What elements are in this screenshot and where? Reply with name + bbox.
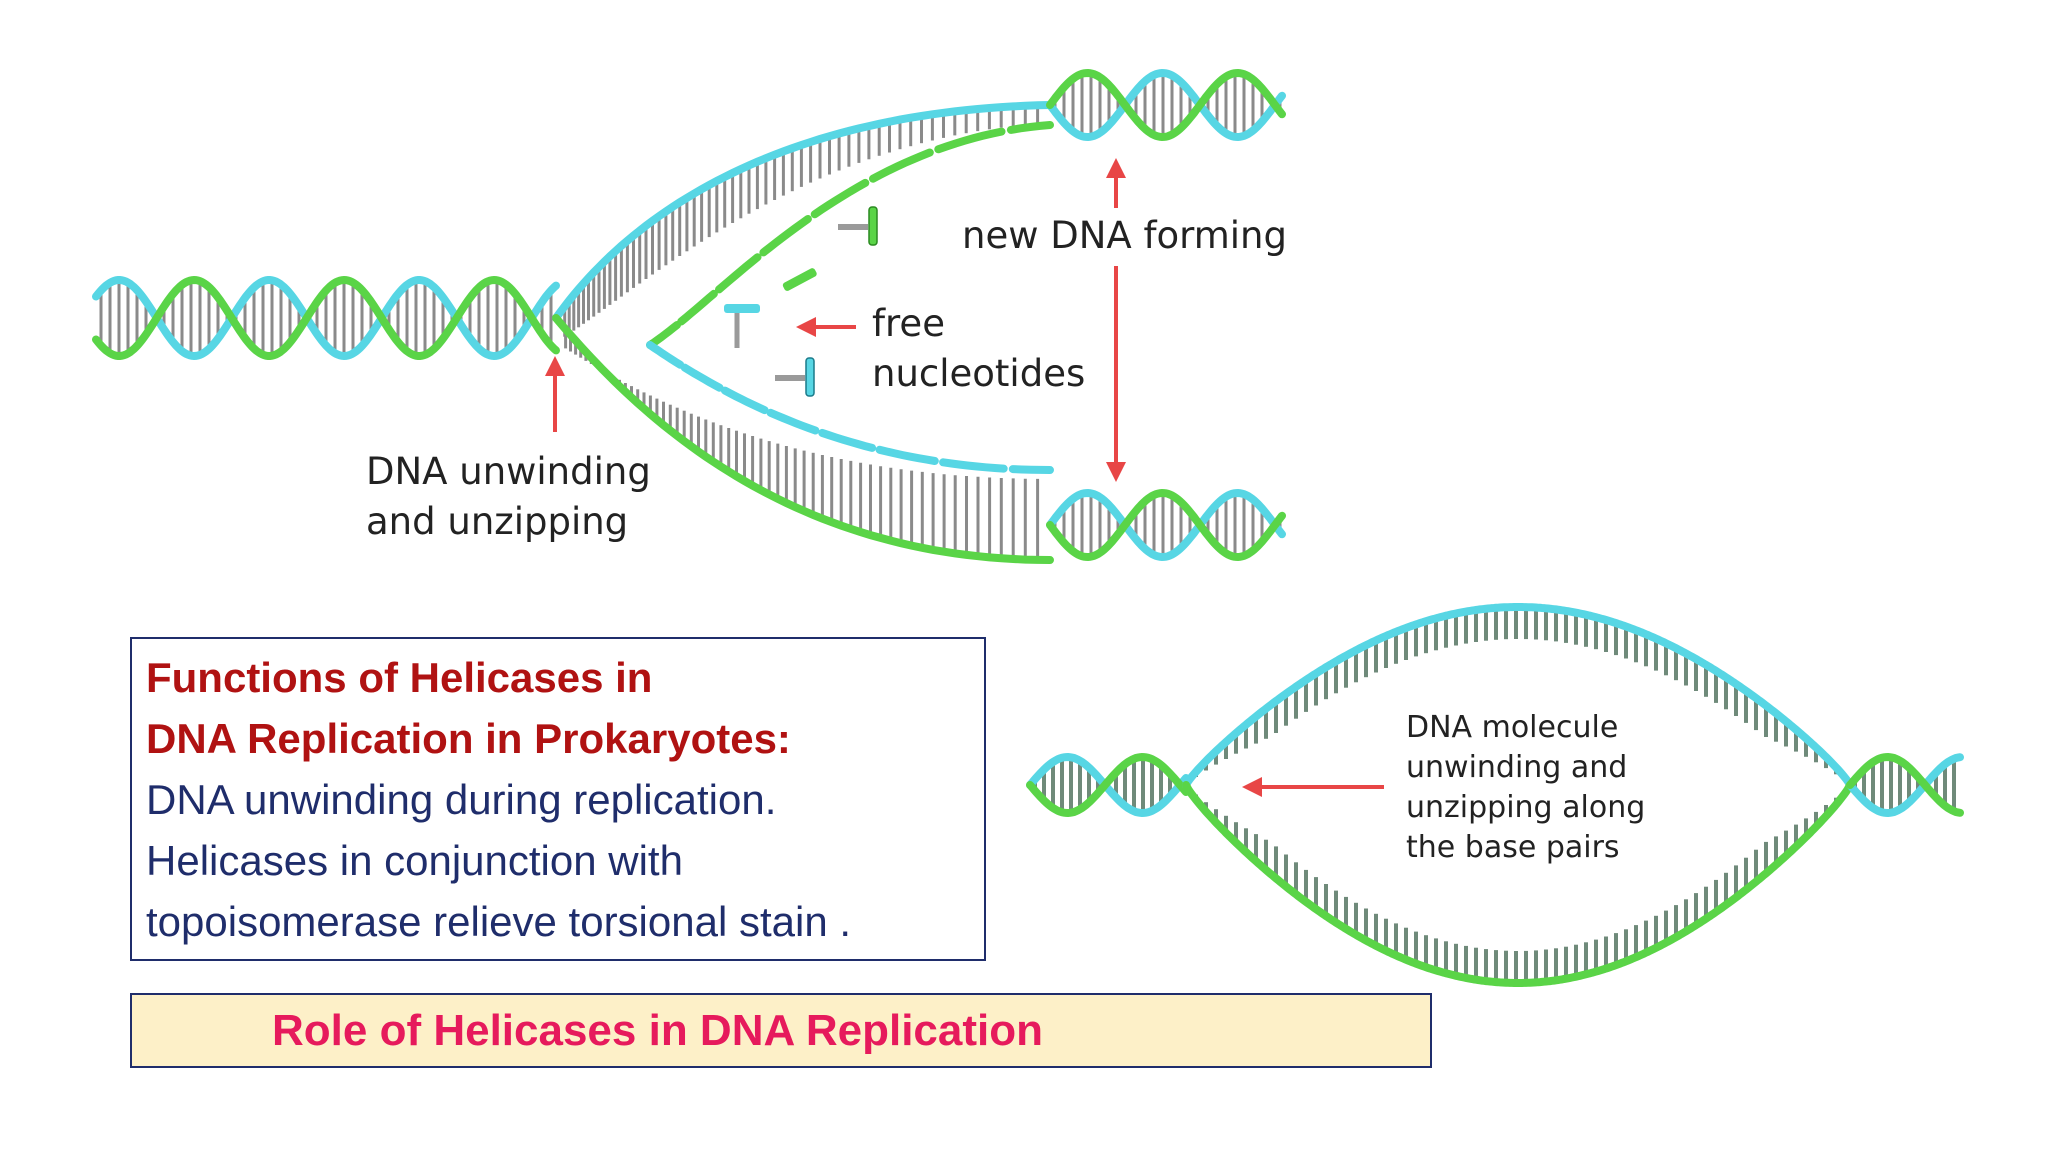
molecule-label-line1: DNA molecule (1406, 710, 1619, 745)
caption-title: Role of Helicases in DNA Replication (272, 1006, 1043, 1055)
strand-segment (818, 428, 877, 452)
free-nucleotides-label-line2: nucleotides (872, 352, 1086, 395)
strand-segment (1046, 488, 1286, 562)
replication-fork-diagram (92, 68, 1286, 564)
strand-segment (766, 408, 820, 435)
info-body-line3: topoisomerase relieve torsional stain . (146, 898, 852, 945)
strand-segment (759, 215, 812, 257)
strand-segment (720, 386, 769, 415)
strand-segment (939, 458, 1008, 473)
strand-segment (646, 341, 685, 369)
info-body-line1: DNA unwinding during replication. (146, 776, 777, 823)
free-nucleotide (838, 206, 878, 246)
fork-strands (92, 68, 1286, 564)
strand-segment (1182, 781, 1854, 987)
replication-bubble-diagram (1026, 603, 1964, 987)
strand-segment (677, 289, 718, 326)
unwinding-label-line2: and unzipping (366, 500, 629, 543)
strand-segment (1026, 752, 1190, 818)
strand-segment (1046, 488, 1286, 562)
strand-segment (1008, 465, 1054, 474)
strand-segment (92, 276, 560, 361)
info-body-line2: Helicases in conjunction with (146, 837, 683, 884)
strand-segment (934, 127, 1006, 154)
strand-segment (810, 178, 870, 219)
functions-info-box: Functions of Helicases in DNA Replicatio… (130, 637, 986, 961)
strand-segment (1006, 121, 1054, 134)
info-heading-line1: Functions of Helicases in (146, 654, 653, 701)
bubble-strands (1026, 603, 1964, 987)
bubble-base-pairs (1033, 607, 1956, 983)
caption-box: Role of Helicases in DNA Replication (130, 993, 1432, 1068)
strand-segment (92, 275, 560, 360)
strand-segment (875, 445, 939, 465)
strand-segment (680, 363, 724, 392)
info-heading-line2: DNA Replication in Prokaryotes: (146, 715, 791, 762)
strand-segment (1046, 68, 1286, 142)
strand-segment (1846, 753, 1964, 818)
strand-segment (1026, 752, 1190, 818)
free-nucleotide (775, 357, 815, 397)
free-nucleotide (724, 304, 760, 348)
free-nucleotides (724, 206, 878, 397)
molecule-label-line4: the base pairs (1406, 830, 1620, 865)
strand-segment (1182, 603, 1854, 789)
strand-segment (715, 253, 762, 294)
molecule-label-line2: unwinding and (1406, 750, 1628, 785)
label-arrows (545, 158, 1126, 482)
unwinding-label-line1: DNA unwinding (366, 450, 651, 493)
strand-segment (1046, 68, 1286, 142)
strand-segment (869, 148, 934, 183)
free-nucleotide (782, 268, 817, 291)
strand-segment (1846, 752, 1964, 817)
strand-segment (552, 314, 1054, 564)
new-dna-forming-label: new DNA forming (962, 214, 1287, 257)
strand-segment (646, 321, 681, 349)
strand-segment (552, 101, 1054, 322)
molecule-label-line3: unzipping along (1406, 790, 1646, 825)
free-nucleotides-label-line1: free (872, 302, 945, 345)
